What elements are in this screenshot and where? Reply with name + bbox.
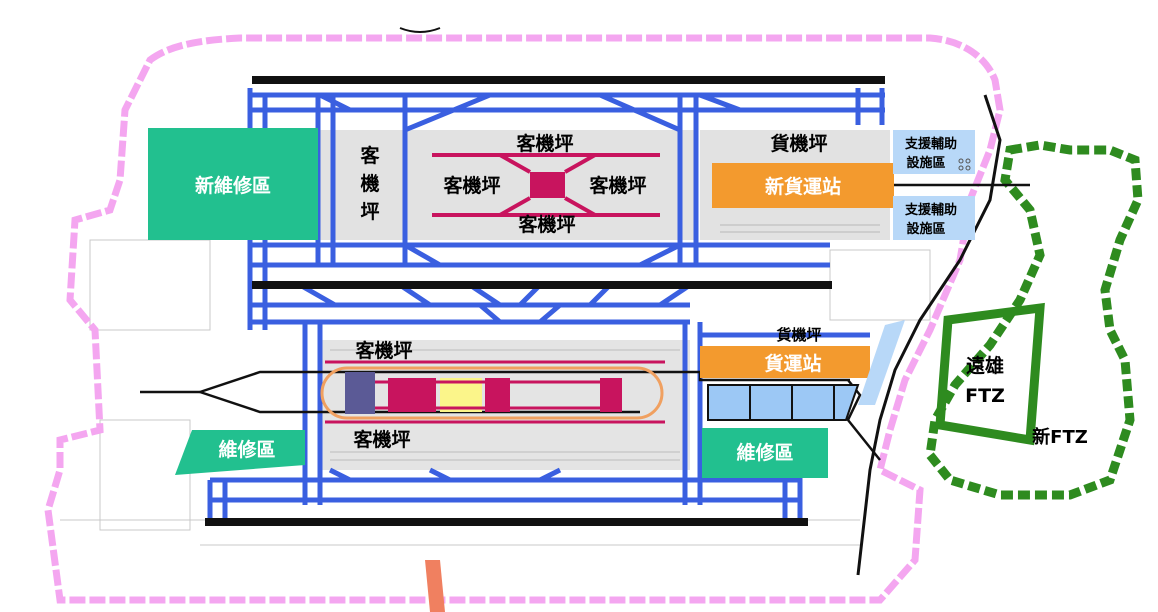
cargo-apron-south-label: 貨機坪 [776, 326, 821, 344]
passenger-apron-right-label: 客機坪 [589, 174, 646, 197]
far-east-ftz-line1: 遠雄 [966, 354, 1004, 377]
bottom-orange-marker [425, 560, 445, 612]
support-facility-2-line2: 設施區 [906, 221, 945, 237]
terminal-ring [320, 366, 664, 420]
terminal-magenta-block-1 [388, 378, 436, 412]
far-east-ftz-line2: FTZ [965, 385, 1005, 407]
terminal-magenta-block-2 [485, 378, 510, 412]
passenger-apron-south-top-label: 客機坪 [355, 339, 412, 362]
support-facility-1-line1: 支援輔助 [904, 136, 957, 152]
airport-boundary [44, 34, 1004, 604]
new-maintenance-area-label: 新維修區 [195, 174, 271, 197]
cargo-terminal [700, 346, 870, 378]
cargo-apron-north-label: 貨機坪 [770, 132, 827, 155]
lower-apron-marking-lines [325, 360, 665, 424]
upper-apron-x-marking [432, 153, 660, 217]
cargo-terminal-label: 貨運站 [764, 352, 821, 375]
new-ftz-label: 新FTZ [1032, 426, 1088, 448]
support-facility-1-dots [958, 158, 971, 171]
support-facility-area-1 [893, 130, 975, 174]
passenger-apron-vertical-char-2: 機 [360, 172, 379, 195]
passenger-apron-left-label: 客機坪 [443, 174, 500, 197]
new-cargo-terminal [712, 163, 894, 208]
far-east-ftz-boundary [935, 302, 1045, 446]
maintenance-area-left-label: 維修區 [218, 438, 275, 461]
cargo-side-strip [858, 320, 905, 405]
passenger-apron-vertical-char-3: 坪 [360, 201, 379, 223]
terminal-purple-block [345, 372, 375, 414]
support-facility-2-line1: 支援輔助 [904, 202, 957, 218]
terminal-connector-lines [375, 380, 600, 410]
passenger-apron-bottom-label: 客機坪 [518, 213, 575, 236]
upper-apron-center-block [530, 172, 565, 198]
new-cargo-terminal-label: 新貨運站 [765, 175, 841, 198]
cargo-warehouses [707, 384, 860, 421]
support-facility-area-2 [893, 196, 975, 240]
support-facility-1-line2: 設施區 [906, 155, 945, 171]
passenger-apron-vertical: 客 機 坪 [360, 144, 380, 223]
upper-apron-fill [318, 130, 696, 240]
maintenance-area-left [175, 430, 305, 475]
passenger-apron-vertical-char-1: 客 [360, 144, 380, 167]
terminal-magenta-block-3 [600, 378, 622, 412]
top-marker [399, 27, 441, 33]
new-maintenance-area [148, 128, 318, 240]
new-ftz-boundary [925, 140, 1143, 500]
terminal-yellow-block [440, 378, 482, 412]
upper-apron-stand-rows [720, 224, 880, 233]
maintenance-area-right [702, 428, 828, 478]
lower-apron-stand-rows [330, 349, 680, 461]
maintenance-area-right-label: 維修區 [736, 441, 793, 464]
runways [205, 76, 885, 526]
passenger-apron-top-label: 客機坪 [516, 132, 573, 155]
passenger-apron-south-bottom-label: 客機坪 [353, 428, 410, 451]
